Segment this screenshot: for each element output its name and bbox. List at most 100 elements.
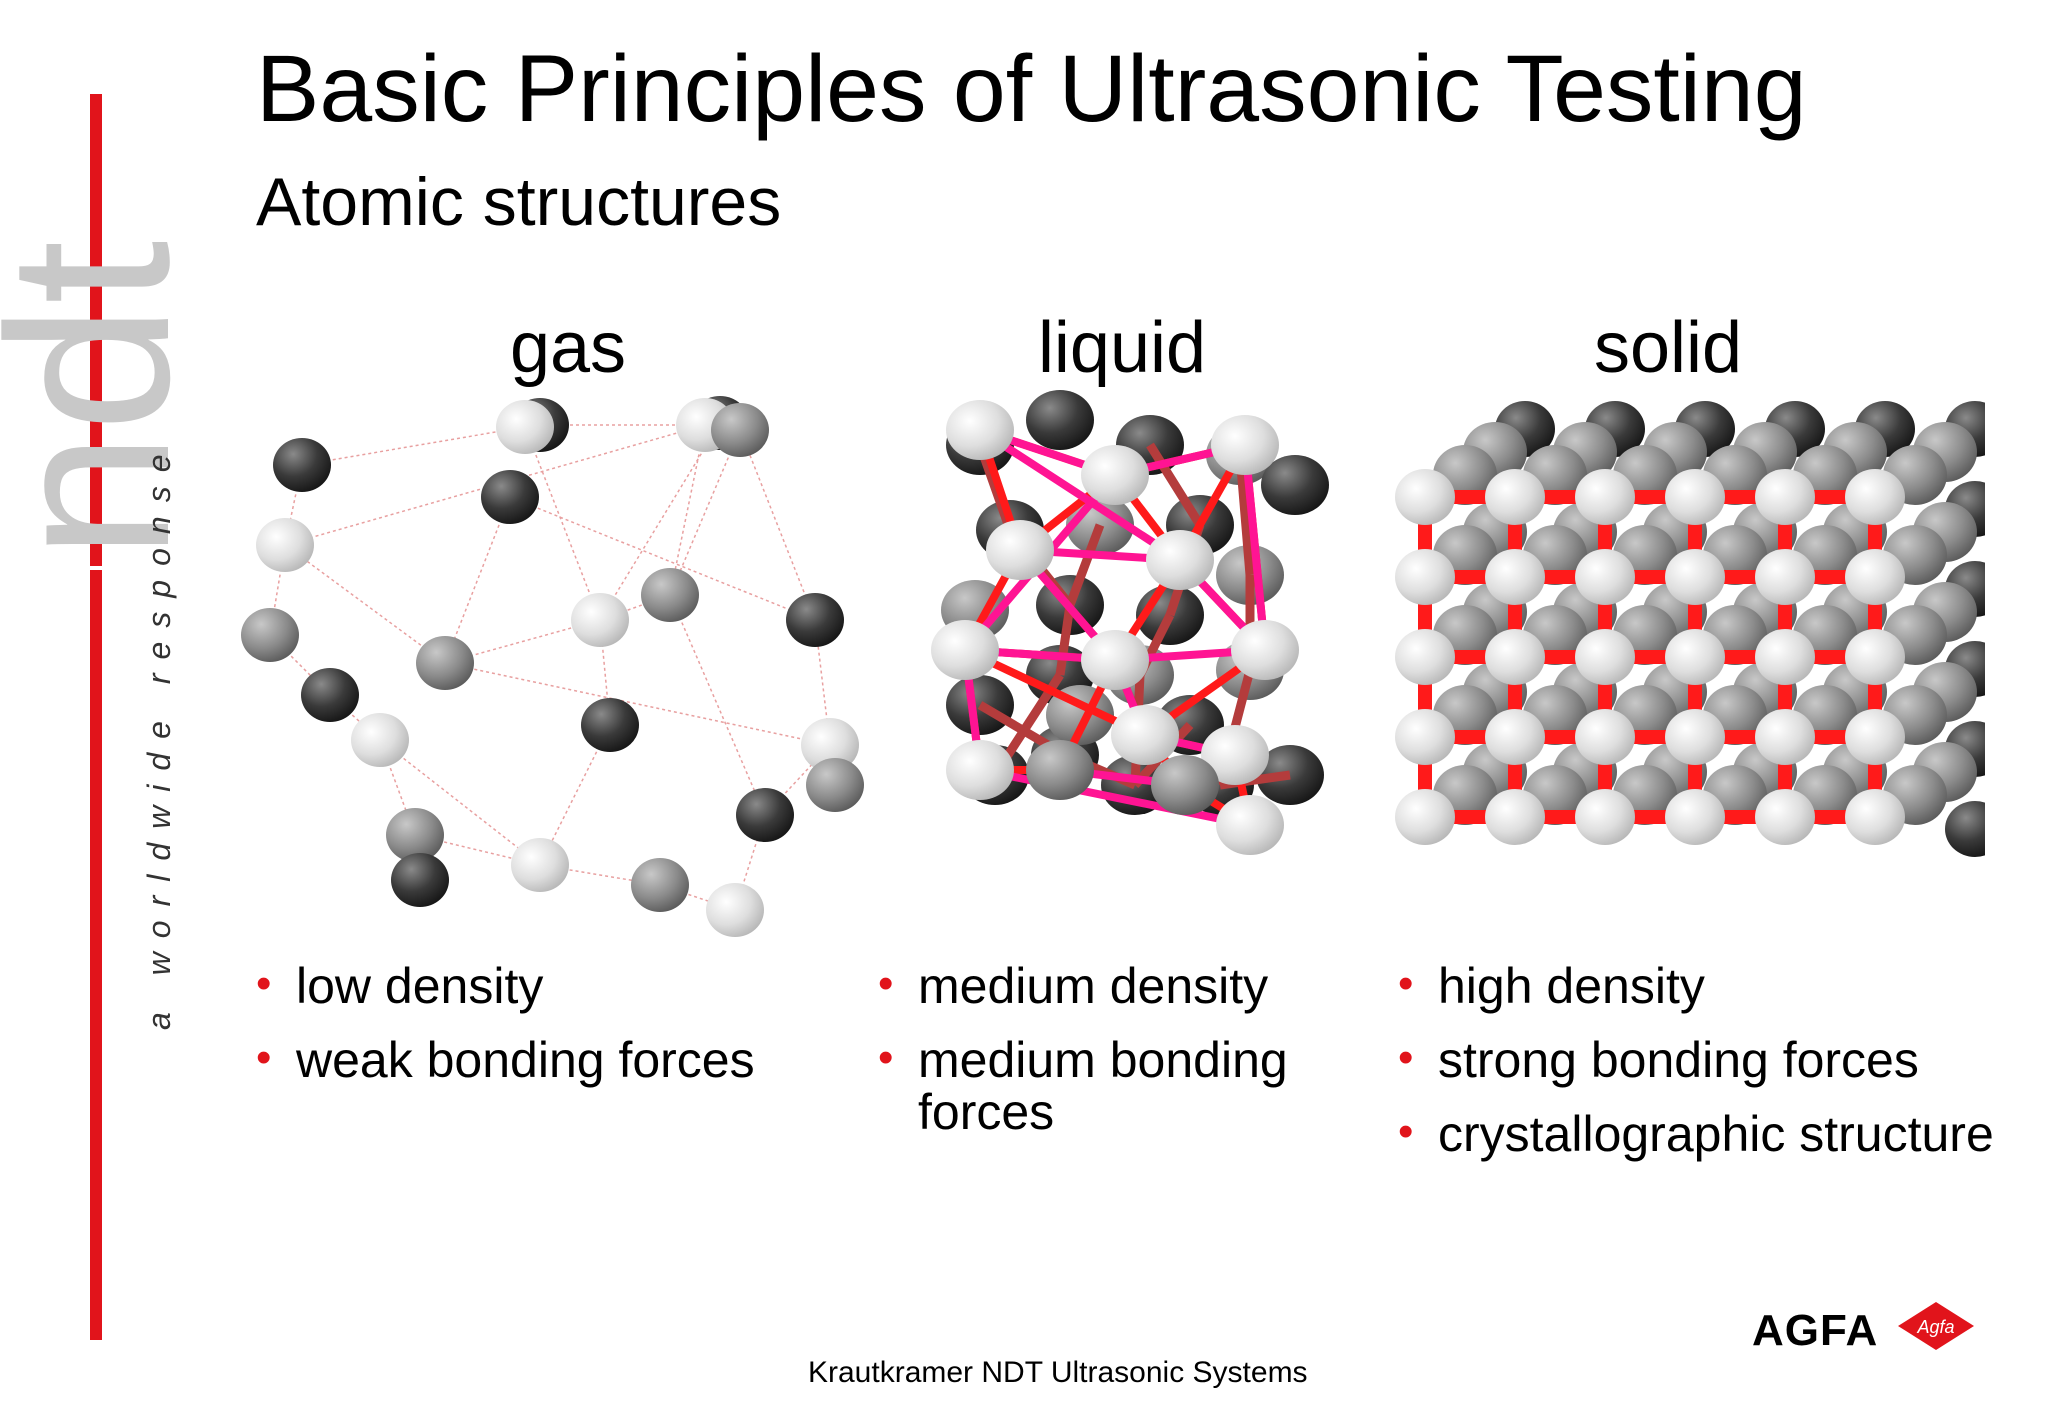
gas-weak-bond — [734, 814, 766, 911]
page-title: Basic Principles of Ultrasonic Testing — [256, 36, 1807, 142]
solid-atom-front — [1395, 709, 1455, 765]
gas-atom-diagram — [241, 396, 864, 937]
liquid-atom-front — [1216, 795, 1284, 855]
agfa-rhombus-logo: Agfa — [1898, 1302, 1974, 1350]
gas-weak-bond — [301, 426, 526, 466]
solid-atom-front — [1755, 709, 1815, 765]
solid-atom-front — [1665, 549, 1725, 605]
liquid-atom-front — [1081, 445, 1149, 505]
solid-atom-front — [1845, 469, 1905, 525]
gas-atom — [641, 568, 699, 622]
liquid-bond-red — [963, 646, 1147, 739]
solid-atom-back — [1945, 801, 1985, 857]
list-item: medium bonding forces — [878, 1032, 1358, 1138]
solid-atom-front — [1395, 789, 1455, 845]
gas-weak-bond — [669, 424, 706, 596]
liquid-atom-back — [1026, 390, 1094, 450]
liquid-properties-list: medium density medium bonding forces — [878, 958, 1358, 1160]
solid-atom-front — [1845, 629, 1905, 685]
solid-atom-front — [1575, 789, 1635, 845]
ndt-side-logo: ndt a worldwide response — [0, 94, 190, 1340]
liquid-atom-front — [931, 620, 999, 680]
gas-atom — [416, 636, 474, 690]
solid-atom-front — [1845, 789, 1905, 845]
page-subtitle: Atomic structures — [256, 164, 782, 240]
solid-atom-front — [1395, 549, 1455, 605]
solid-atom-front — [1485, 549, 1545, 605]
agfa-mark-text: Agfa — [1916, 1317, 1954, 1337]
solid-atom-front — [1755, 469, 1815, 525]
gas-atom — [711, 403, 769, 457]
gas-atom — [631, 858, 689, 912]
solid-atom-front — [1755, 629, 1815, 685]
solid-atom-front — [1575, 549, 1635, 605]
solid-properties-list: high density strong bonding forces cryst… — [1398, 958, 1998, 1182]
gas-atom — [351, 713, 409, 767]
logo-red-bar-bottom — [90, 570, 102, 1340]
solid-atom-front — [1845, 709, 1905, 765]
footer-text: Krautkramer NDT Ultrasonic Systems — [808, 1356, 1308, 1389]
solid-atom-front — [1755, 789, 1815, 845]
logo-red-bar-top — [90, 94, 102, 566]
gas-atom — [391, 853, 449, 907]
solid-atom-front — [1395, 469, 1455, 525]
list-item: weak bonding forces — [256, 1032, 836, 1086]
solid-atom-front — [1665, 709, 1725, 765]
liquid-bond-back — [1065, 523, 1105, 607]
solid-atom-front — [1575, 469, 1635, 525]
solid-atom-front — [1755, 549, 1815, 605]
liquid-atom-front — [1026, 740, 1094, 800]
list-item: low density — [256, 958, 836, 1012]
solid-atom-front — [1575, 629, 1635, 685]
liquid-atom-front — [1151, 755, 1219, 815]
gas-weak-bond — [739, 429, 816, 621]
gas-atom — [786, 593, 844, 647]
list-item: crystallographic structure — [1398, 1106, 1998, 1160]
solid-atom-lattice — [1395, 401, 1985, 857]
liquid-atom-front — [1146, 530, 1214, 590]
liquid-atom-front — [986, 520, 1054, 580]
gas-atom — [511, 838, 569, 892]
liquid-atom-front — [1111, 705, 1179, 765]
liquid-atom-back — [1261, 455, 1329, 515]
liquid-atom-front — [1231, 620, 1299, 680]
liquid-atom-front — [946, 400, 1014, 460]
logo-tagline: a worldwide response — [141, 441, 177, 1031]
solid-heading: solid — [1593, 308, 1743, 388]
gas-properties-list: low density weak bonding forces — [256, 958, 836, 1108]
solid-atom-front — [1485, 629, 1545, 685]
liquid-atom-front — [1211, 415, 1279, 475]
gas-weak-bond — [509, 496, 816, 621]
solid-atom-front — [1845, 549, 1905, 605]
solid-atom-front — [1665, 469, 1725, 525]
gas-atom — [241, 608, 299, 662]
list-item: medium density — [878, 958, 1358, 1012]
gas-atom — [496, 400, 554, 454]
liquid-bond-back — [1146, 442, 1204, 528]
gas-atom — [256, 518, 314, 572]
liquid-atom-diagram — [931, 390, 1329, 855]
gas-weak-bond — [284, 544, 446, 664]
solid-atom-front — [1485, 789, 1545, 845]
list-item: strong bonding forces — [1398, 1032, 1998, 1086]
liquid-atom-front — [1201, 725, 1269, 785]
gas-atom — [801, 718, 859, 772]
gas-heading: gas — [509, 308, 627, 388]
liquid-bond-pink — [979, 766, 1251, 829]
liquid-atom-front — [946, 740, 1014, 800]
agfa-logo-text: AGFA — [1752, 1306, 1879, 1355]
liquid-heading: liquid — [1037, 308, 1207, 388]
solid-atom-front — [1665, 629, 1725, 685]
gas-atom — [806, 758, 864, 812]
gas-atom — [273, 438, 331, 492]
solid-atom-front — [1485, 709, 1545, 765]
list-item: high density — [1398, 958, 1998, 1012]
gas-atom — [386, 808, 444, 862]
solid-atom-front — [1665, 789, 1725, 845]
gas-weak-bond — [669, 594, 766, 816]
solid-atom-front — [1485, 469, 1545, 525]
solid-atom-front — [1575, 709, 1635, 765]
gas-weak-bond — [379, 739, 541, 866]
liquid-bond-pink — [1241, 444, 1269, 651]
liquid-bond-pink — [977, 426, 1183, 564]
